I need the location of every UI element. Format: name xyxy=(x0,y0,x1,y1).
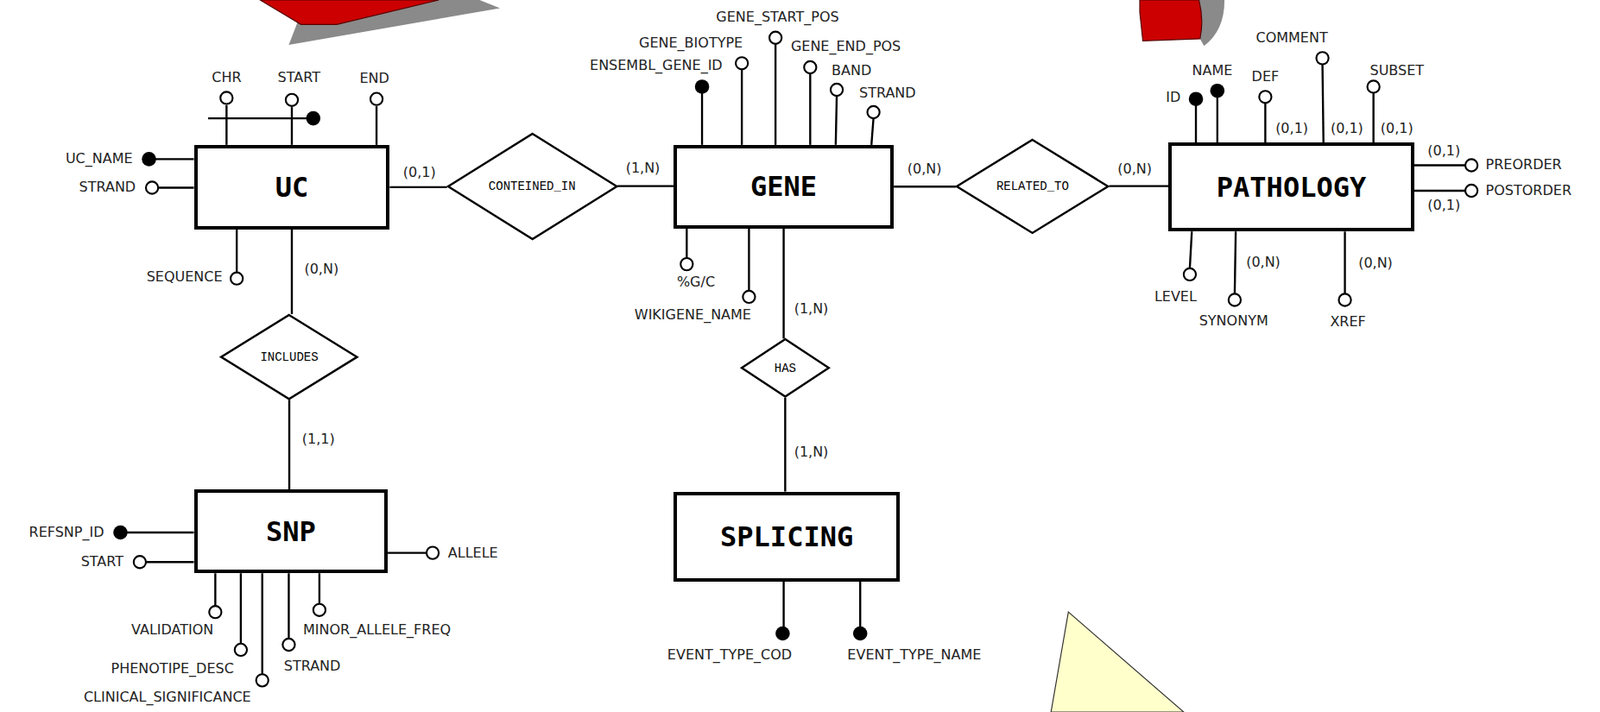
cardinality-label: (1,N) xyxy=(792,301,831,317)
cardinality-label: (0,1) xyxy=(1427,143,1461,159)
cardinality-label: (0,1) xyxy=(1275,120,1309,137)
entity-box: SPLICING xyxy=(673,492,900,582)
cardinality-label: (0,N) xyxy=(1115,161,1154,178)
cardinality-label: (1,1) xyxy=(300,432,337,449)
attribute-name: UC_NAME xyxy=(65,151,133,168)
relationship-line xyxy=(288,399,291,490)
cardinality-label: (1,N) xyxy=(624,160,663,177)
entity-box: SNP xyxy=(194,489,389,574)
cardinality-label: (0,1) xyxy=(1330,120,1364,137)
relationship-diamond: HAS xyxy=(740,338,830,399)
entity-name: UC xyxy=(275,170,310,204)
relationship-line xyxy=(290,229,293,315)
key-attribute-dots xyxy=(113,79,1225,641)
cardinality-label: (0,N) xyxy=(905,161,944,178)
attribute-name: EVENT_TYPE_COD xyxy=(667,647,792,664)
attribute-name: MINOR_ALLELE_FREQ xyxy=(303,623,451,639)
diamond-shape xyxy=(956,139,1108,234)
attribute-name: POSTORDER xyxy=(1486,183,1572,199)
attribute-name: GENE_END_POS xyxy=(790,39,901,56)
attribute-name: STRAND xyxy=(859,85,917,102)
attribute-name: PREORDER xyxy=(1486,158,1563,174)
entity-name: GENE xyxy=(750,170,817,203)
relationship-line xyxy=(784,398,786,493)
attribute-name: CLINICAL_SIGNIFICANCE xyxy=(83,690,252,707)
cardinality-label: (1,N) xyxy=(792,444,831,461)
attribute-name: LEVEL xyxy=(1154,289,1197,305)
attribute-name: PHENOTIPE_DESC xyxy=(111,661,234,677)
relationship-name: INCLUDES xyxy=(259,350,318,365)
attribute-name: COMMENT xyxy=(1255,30,1328,46)
attribute-name: ALLELE xyxy=(448,545,499,562)
diamond-shape xyxy=(448,133,617,240)
cardinality-label: (0,N) xyxy=(1245,254,1281,271)
attribute-name: WIKIGENE_NAME xyxy=(634,307,752,323)
attribute-name: START xyxy=(81,554,124,570)
attribute-name: NAME xyxy=(1191,63,1233,79)
relationship-name: RELATED_TO xyxy=(996,179,1069,194)
entity-name: SNP xyxy=(265,515,317,549)
relationship-line xyxy=(617,184,674,187)
attribute-name: SEQUENCE xyxy=(146,270,223,286)
entity-name: PATHOLOGY xyxy=(1216,170,1367,204)
diamond-shape xyxy=(741,339,829,398)
relationship-diamond: INCLUDES xyxy=(220,314,359,400)
attribute-name: STRAND xyxy=(79,180,137,197)
relationship-line xyxy=(893,185,956,188)
attribute-name: ID xyxy=(1165,90,1181,107)
attribute-name: EVENT_TYPE_NAME xyxy=(847,647,981,664)
relationship-diamond: CONTEINED_IN xyxy=(447,132,618,241)
attribute-name: SYNONYM xyxy=(1199,314,1269,330)
decor-triangle xyxy=(1050,612,1184,712)
attribute-name: END xyxy=(359,70,389,87)
diamond-shape xyxy=(221,315,358,399)
cardinality-label: (0,1) xyxy=(1427,197,1461,214)
attribute-name: %G/C xyxy=(676,275,715,291)
attribute-name: SUBSET xyxy=(1369,63,1424,79)
entity-box: PATHOLOGY xyxy=(1168,142,1415,232)
relationship-name: HAS xyxy=(774,361,797,376)
relationship-diamond: RELATED_TO xyxy=(955,139,1109,234)
attribute-name: GENE_BIOTYPE xyxy=(638,35,743,51)
attribute-stems xyxy=(126,44,1466,675)
entity-name: SPLICING xyxy=(720,520,854,554)
cardinality-label: (0,N) xyxy=(302,261,341,278)
relationship-line xyxy=(389,186,447,189)
attribute-name: XREF xyxy=(1329,315,1366,331)
cardinality-label: (0,1) xyxy=(401,164,438,181)
entity-box: UC xyxy=(194,145,391,230)
cardinality-label: (0,N) xyxy=(1358,255,1393,272)
attribute-name: START xyxy=(278,69,321,86)
attribute-circles xyxy=(133,31,1478,688)
attribute-name: DEF xyxy=(1252,69,1280,85)
entity-box: GENE xyxy=(673,145,894,229)
attribute-name: VALIDATION xyxy=(131,623,214,639)
cardinality-label: (0,1) xyxy=(1380,120,1414,137)
attribute-name: GENE_START_POS xyxy=(715,9,839,26)
relationship-line xyxy=(782,228,785,340)
attribute-name: STRAND xyxy=(284,658,342,675)
attribute-name: CHR xyxy=(211,69,241,86)
attribute-name: BAND xyxy=(831,63,872,79)
attribute-name: ENSEMBL_GENE_ID xyxy=(589,57,723,74)
attribute-name: REFSNP_ID xyxy=(29,524,105,541)
relationship-name: CONTEINED_IN xyxy=(488,179,576,194)
decor-red-shape xyxy=(259,0,439,25)
decor-red-shape xyxy=(1139,0,1202,41)
relationship-line xyxy=(1109,184,1170,187)
